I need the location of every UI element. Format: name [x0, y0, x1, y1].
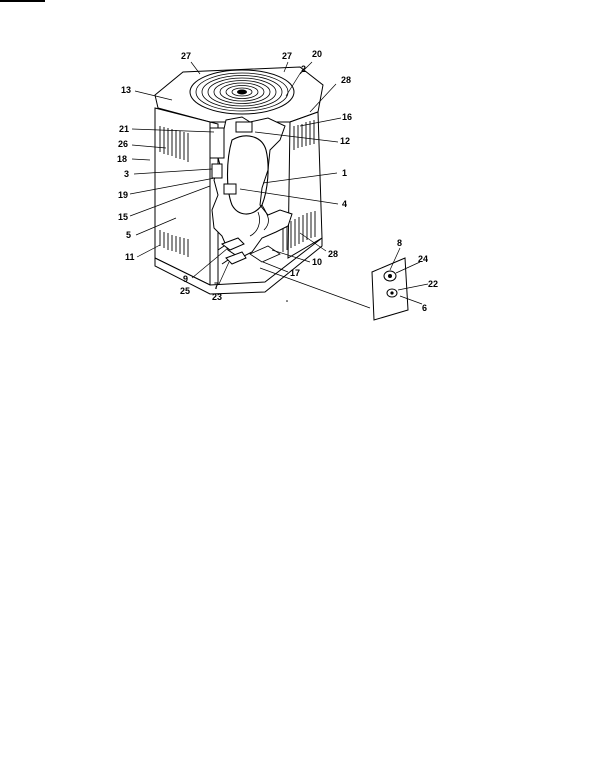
- callout-27-right: 27: [282, 51, 292, 61]
- terminal-box: [223, 183, 237, 195]
- callout-2: 2: [301, 64, 306, 74]
- callout-20: 20: [312, 49, 322, 59]
- coil-fins-upper-right: [293, 120, 315, 150]
- callout-18: 18: [117, 154, 127, 164]
- condenser-unit: [154, 66, 324, 295]
- refrigerant-tubing: [249, 204, 269, 237]
- stray-dot: [286, 300, 288, 302]
- fan-hub: [237, 89, 247, 95]
- callout-3: 3: [124, 169, 129, 179]
- capacitor: [211, 163, 223, 179]
- control-box: [209, 127, 225, 159]
- callout-13: 13: [121, 85, 131, 95]
- callout-22: 22: [428, 279, 438, 289]
- fan-guard-rings: [195, 72, 289, 112]
- callout-24: 24: [418, 254, 428, 264]
- callout-25: 25: [180, 286, 190, 296]
- base-pan: [154, 236, 323, 295]
- coil-fins-lower-right: [282, 211, 316, 252]
- callout-7: 7: [214, 281, 219, 291]
- callout-21: 21: [119, 124, 129, 134]
- callout-16: 16: [342, 112, 352, 122]
- callout-10: 10: [312, 257, 322, 267]
- callout-28-top: 28: [341, 75, 351, 85]
- callout-5: 5: [126, 230, 131, 240]
- callout-11: 11: [125, 252, 135, 262]
- base-baffle: [249, 245, 281, 263]
- coil-fins-lower-left: [159, 230, 189, 257]
- callout-8: 8: [397, 238, 402, 248]
- access-panel-detail: [259, 257, 409, 321]
- callout-labels: 27 27 20 2 28 13 16 21 12 26 18 1 3 19 4…: [117, 49, 438, 313]
- callout-26: 26: [118, 139, 128, 149]
- cutaway-opening: [211, 116, 293, 259]
- callout-28-bottom: 28: [328, 249, 338, 259]
- service-valves: [217, 237, 247, 265]
- detail-leader: [259, 267, 371, 309]
- callout-27-left: 27: [181, 51, 191, 61]
- leader-lines: [129, 61, 429, 305]
- callout-9: 9: [183, 274, 188, 284]
- contactor: [235, 121, 253, 133]
- callout-1: 1: [342, 168, 347, 178]
- callout-15: 15: [118, 212, 128, 222]
- callout-12: 12: [340, 136, 350, 146]
- callout-17: 17: [290, 268, 300, 278]
- callout-6: 6: [422, 303, 427, 313]
- callout-4: 4: [342, 199, 347, 209]
- callout-19: 19: [118, 190, 128, 200]
- callout-23: 23: [212, 292, 222, 302]
